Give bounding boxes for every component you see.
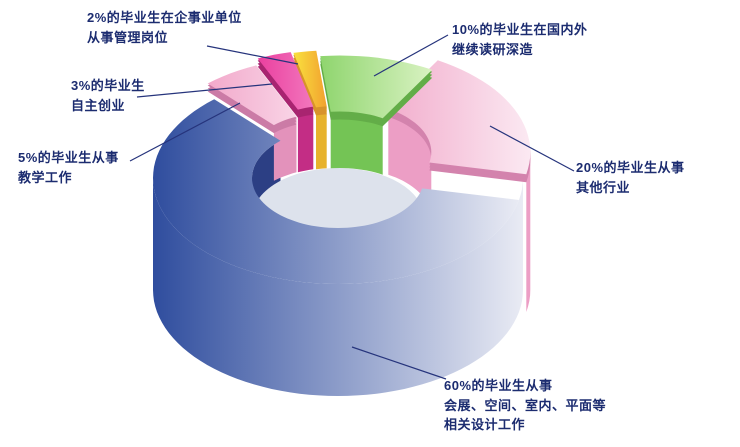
callout-startup-3pct: 3%的毕业生 自主创业 — [71, 78, 145, 113]
inner-wall-design — [252, 140, 281, 218]
inner-wall-study — [330, 111, 383, 175]
callout-design-60pct: 60%的毕业生从事 会展、空间、室内、平面等 相关设计工作 — [444, 378, 607, 432]
callout-management-2pct: 2%的毕业生在企事业单位 从事管理岗位 — [87, 10, 242, 45]
pie-slice-other — [388, 60, 531, 175]
callout-line-4 — [489, 125, 575, 172]
callout-line-0 — [206, 45, 299, 65]
pie-slice-design — [153, 99, 519, 284]
callout-study-10pct: 10%的毕业生在国内外 继续读研深造 — [452, 22, 588, 57]
callout-other-20pct: 20%的毕业生从事 其他行业 — [576, 160, 685, 195]
callout-line-5 — [351, 346, 447, 380]
pie-slice-study — [320, 55, 433, 119]
pie-slice-startup — [257, 52, 314, 110]
callout-line-2 — [136, 83, 273, 98]
inner-wall-startup — [297, 106, 314, 173]
inner-wall-teaching — [273, 116, 297, 181]
inner-wall-other — [388, 108, 432, 218]
callout-teaching-5pct: 5%的毕业生从事 教学工作 — [18, 150, 119, 185]
callout-line-3 — [129, 102, 241, 162]
outer-wall-design — [153, 178, 523, 396]
outer-wall-other — [526, 152, 531, 312]
callout-line-1 — [373, 34, 449, 77]
inner-wall-management — [316, 106, 327, 170]
pie-slice-teaching — [207, 65, 297, 126]
pie-slice-management — [293, 50, 327, 108]
